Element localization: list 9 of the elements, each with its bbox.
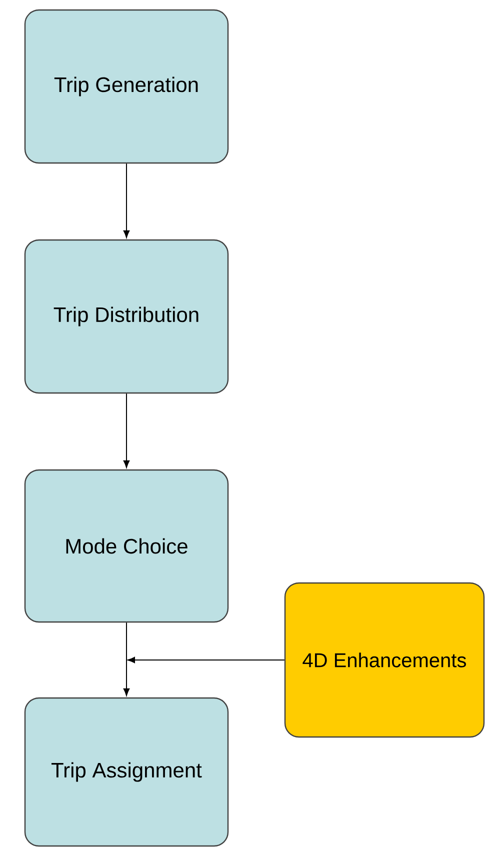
process-box: Trip Assignment [24,697,229,847]
arrow [123,393,130,468]
arrow [123,163,130,238]
arrow [123,622,130,696]
arrow [128,656,285,664]
process-box: Trip Distribution [24,239,229,394]
process-box: 4D Enhancements [284,582,485,738]
process-box: Trip Generation [24,9,229,164]
process-box: Mode Choice [24,469,229,623]
